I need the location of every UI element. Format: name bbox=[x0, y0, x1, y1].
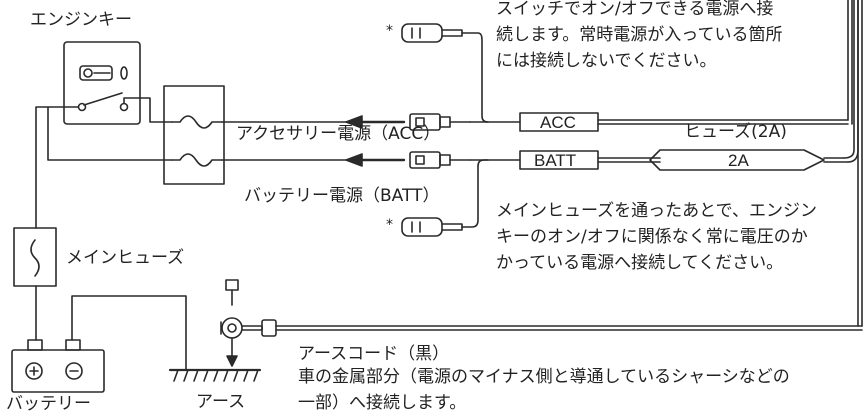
batt-note-line: かっている電源へ接続してください。 bbox=[496, 253, 784, 273]
acc-note-line: スイッチでオン/オフできる電源へ接 bbox=[496, 0, 774, 19]
inline-fuse-2a bbox=[649, 149, 825, 171]
fuse-2a-label: ヒューズ(2A) bbox=[684, 122, 787, 142]
fuse-value-label: 2A bbox=[728, 151, 749, 170]
ground-note-line: 車の金属部分（電源のマイナス側と導通しているシャーシなどの bbox=[298, 367, 790, 387]
batt-note-line: キーのオン/オフに関係なく常に電圧のか bbox=[496, 227, 808, 247]
batt-bottom-connector-icon bbox=[401, 217, 443, 237]
acc-tag-label: ACC bbox=[540, 113, 576, 132]
batt-fuse-symbol bbox=[171, 153, 223, 167]
battery-label: バッテリー bbox=[6, 394, 91, 414]
ground-label: アース bbox=[196, 392, 246, 412]
acc-tag bbox=[519, 112, 599, 132]
batt-tag bbox=[519, 150, 599, 170]
ground-screw-icon bbox=[225, 279, 239, 291]
acc-fuse-symbol bbox=[171, 115, 223, 129]
main-fuse-box bbox=[13, 227, 57, 287]
batt-note: メインヒューズを通ったあとで、エンジン キーのオン/オフに関係なく常に電圧のか … bbox=[496, 198, 817, 276]
acc-note-line: には接続しないでください。 bbox=[496, 51, 717, 71]
ground-cord-label: アースコード（黒） bbox=[298, 344, 450, 364]
main-fuse-symbol bbox=[30, 239, 40, 277]
batt-tag-label: BATT bbox=[534, 151, 577, 170]
engine-key-label: エンジンキー bbox=[30, 10, 132, 30]
battery-icon bbox=[11, 349, 105, 393]
batt-asterisk: * bbox=[386, 217, 393, 233]
ring-terminal-icon bbox=[221, 317, 243, 339]
acc-note-line: 続します。常時電源が入っている箇所 bbox=[496, 25, 783, 45]
ignition-switch-box bbox=[63, 41, 141, 125]
key-icon bbox=[79, 65, 113, 81]
ignition-switch bbox=[63, 41, 141, 125]
acc-power-label: アクセサリー電源（ACC） bbox=[236, 124, 441, 144]
batt-plug-icon bbox=[409, 151, 441, 169]
junction-box bbox=[163, 85, 225, 185]
acc-note: スイッチでオン/オフできる電源へ接 続します。常時電源が入っている箇所 には接続… bbox=[496, 0, 782, 74]
ground-note: 車の金属部分（電源のマイナス側と導通しているシャーシなどの 一部）へ接続します。 bbox=[298, 364, 790, 416]
acc-asterisk: * bbox=[386, 23, 393, 39]
main-fuse-label: メインヒューズ bbox=[66, 248, 185, 268]
batt-note-line: メインヒューズを通ったあとで、エンジン bbox=[496, 201, 817, 221]
acc-top-connector-icon bbox=[401, 23, 443, 43]
batt-power-label: バッテリー電源（BATT） bbox=[244, 186, 440, 206]
ground-note-line: 一部）へ接続します。 bbox=[298, 393, 467, 413]
